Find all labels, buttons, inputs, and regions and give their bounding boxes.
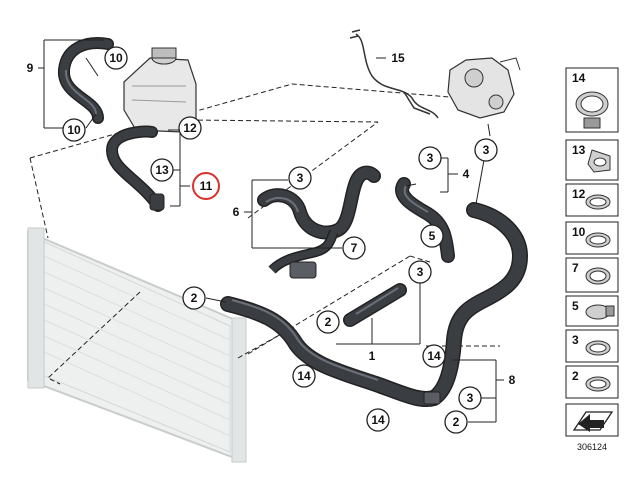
radiator — [27, 227, 247, 463]
svg-text:12: 12 — [572, 187, 586, 201]
callout-7: 7 — [342, 236, 366, 260]
svg-text:7: 7 — [572, 261, 579, 275]
sensor-wire-15 — [349, 29, 439, 119]
clamp-2-icon — [585, 376, 611, 392]
svg-text:3: 3 — [417, 265, 424, 279]
hose-8 — [220, 202, 528, 407]
svg-text:14: 14 — [297, 369, 311, 383]
legend-arrow-box — [565, 403, 619, 437]
connector-lines — [38, 39, 504, 423]
label-8: 8 — [509, 373, 516, 387]
hose-1 — [343, 283, 407, 327]
hose-11 — [105, 125, 165, 212]
callout-2-middle: 2 — [316, 310, 340, 334]
clamp-legend: 14 13 12 10 — [565, 67, 619, 452]
callout-10-bottom: 10 — [62, 118, 86, 142]
legend-row-12: 12 — [565, 183, 619, 217]
callouts: 10 10 12 13 11 3 7 3 — [62, 46, 498, 434]
svg-text:14: 14 — [572, 71, 586, 85]
svg-text:5: 5 — [572, 299, 579, 313]
svg-text:14: 14 — [371, 413, 385, 427]
svg-text:3: 3 — [483, 143, 490, 157]
callout-14-bottom: 14 — [366, 408, 390, 432]
arrow-icon — [572, 411, 614, 432]
callout-13: 13 — [150, 158, 174, 182]
callout-12: 12 — [178, 116, 202, 140]
hose-6 — [257, 165, 381, 279]
plain-part-labels: 9 15 6 4 1 8 — [27, 51, 516, 387]
label-4: 4 — [463, 167, 470, 181]
clamp-5-icon — [585, 304, 615, 320]
label-1: 1 — [369, 349, 376, 363]
label-6: 6 — [233, 205, 240, 219]
callout-3-thermostat: 3 — [474, 138, 498, 162]
svg-text:10: 10 — [109, 51, 123, 65]
clamp-12-icon — [585, 194, 611, 210]
expansion-tank — [123, 47, 197, 133]
svg-text:13: 13 — [155, 163, 169, 177]
svg-text:14: 14 — [427, 349, 441, 363]
svg-text:5: 5 — [429, 229, 436, 243]
svg-text:10: 10 — [572, 225, 586, 239]
svg-text:3: 3 — [572, 333, 579, 347]
svg-text:12: 12 — [183, 121, 197, 135]
svg-text:13: 13 — [572, 143, 586, 157]
callout-11-highlighted: 11 — [192, 172, 220, 200]
clamp-10-icon — [585, 232, 611, 248]
svg-text:11: 11 — [200, 179, 213, 193]
legend-row-14: 14 — [565, 67, 619, 133]
svg-text:2: 2 — [572, 369, 579, 383]
svg-text:2: 2 — [325, 315, 332, 329]
callout-3-hose8: 3 — [458, 386, 482, 410]
callout-10-top: 10 — [104, 46, 128, 70]
hose-9 — [58, 37, 114, 124]
legend-row-2: 2 — [565, 365, 619, 399]
legend-row-7: 7 — [565, 257, 619, 293]
svg-text:2: 2 — [453, 415, 460, 429]
svg-text:3: 3 — [297, 171, 304, 185]
legend-row-10: 10 — [565, 221, 619, 255]
label-9: 9 — [27, 61, 34, 75]
svg-text:7: 7 — [351, 241, 358, 255]
legend-row-3: 3 — [565, 329, 619, 363]
svg-text:10: 10 — [67, 123, 81, 137]
callout-2-hose8: 2 — [444, 410, 468, 434]
clamp-14-icon — [575, 91, 609, 129]
svg-text:3: 3 — [467, 391, 474, 405]
thermostat-housing — [447, 57, 521, 119]
callout-2-left: 2 — [182, 286, 206, 310]
hose-4 — [395, 177, 455, 263]
callout-3-hose4: 3 — [418, 146, 442, 170]
callout-14-left: 14 — [292, 364, 316, 388]
legend-row-13: 13 — [565, 139, 619, 181]
legend-row-5: 5 — [565, 295, 619, 327]
svg-text:2: 2 — [191, 291, 198, 305]
svg-text:3: 3 — [427, 151, 434, 165]
label-15: 15 — [391, 51, 405, 65]
clamp-3-icon — [585, 340, 611, 356]
document-number: 306124 — [577, 442, 607, 452]
callout-14-right: 14 — [422, 344, 446, 368]
callout-5: 5 — [420, 224, 444, 248]
clamp-7-icon — [585, 267, 611, 285]
callout-3-hose6: 3 — [288, 166, 312, 190]
callout-3-hose1: 3 — [408, 260, 432, 284]
clamp-13-icon — [587, 149, 611, 173]
